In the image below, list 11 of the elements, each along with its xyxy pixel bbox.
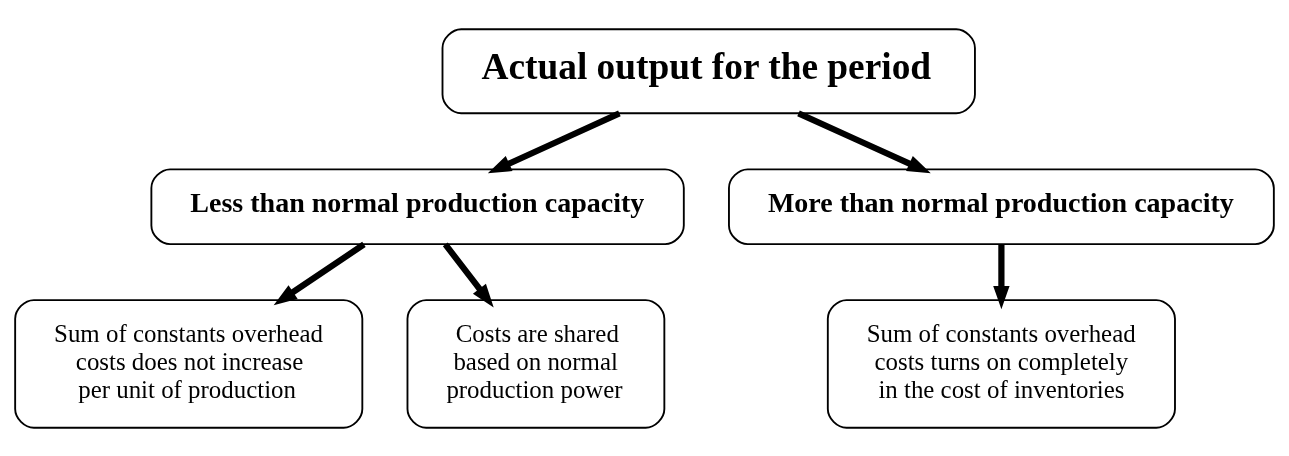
arrow: [797, 110, 931, 173]
node-box: Sum of constants overhead costs turns on completely in the cost of inventories: [826, 298, 1176, 429]
node-box: Sum of constants overhead costs does not increase per unit of production: [14, 298, 364, 429]
node-box: Less than normal production capacity: [150, 167, 685, 245]
arrow: [273, 241, 366, 305]
node-box: Costs are shared based on normal production power: [406, 298, 666, 429]
arrow: [993, 243, 1010, 309]
arrow: [442, 242, 494, 307]
arrow: [487, 110, 621, 173]
node-box: More than normal production capacity: [728, 167, 1275, 245]
node-box: Actual output for the period: [441, 27, 976, 114]
